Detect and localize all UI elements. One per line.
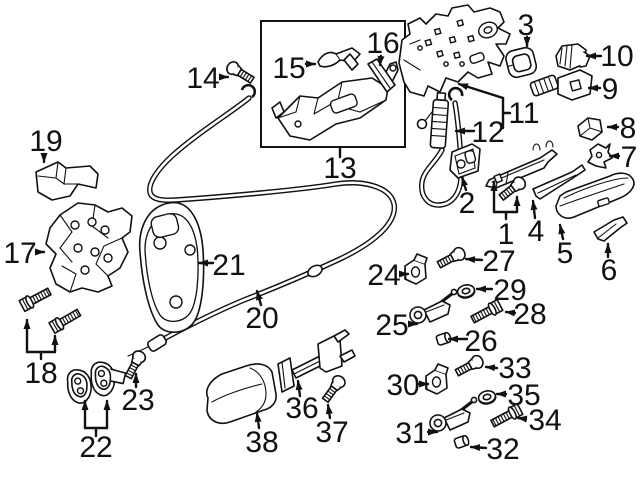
part-label-16: 16 (366, 27, 399, 60)
grommet-illustration-22b (90, 361, 127, 397)
grommet-illustration-29 (455, 282, 477, 301)
part-label-14: 14 (186, 62, 219, 95)
part-label-35: 35 (507, 379, 540, 412)
part-label-33: 33 (498, 352, 531, 385)
hinge-illustration-24 (404, 253, 428, 285)
check-cover-illustration-38 (206, 363, 277, 425)
handle-lever-illustration (317, 47, 361, 71)
part-label-3: 3 (518, 9, 535, 42)
part-label-4: 4 (528, 215, 545, 248)
bracket-illustration-7 (587, 143, 613, 169)
handle-cap-illustration-6 (593, 216, 628, 242)
callout-labels: 1 2 3 4 5 6 7 8 9 10 11 12 13 14 15 16 1… (3, 9, 637, 466)
check-strap-illustration-36 (277, 329, 356, 393)
grommet-illustration-22a (66, 369, 92, 404)
bolt-illustration-18b (47, 305, 83, 335)
cable-ferrule (307, 264, 323, 278)
gasket-illustration-2 (449, 143, 481, 179)
part-label-5: 5 (557, 237, 574, 270)
part-label-27: 27 (482, 245, 515, 278)
gasket-illustration-3 (505, 46, 538, 79)
part-label-13: 13 (323, 152, 356, 185)
bolt-illustration-18a (18, 284, 54, 313)
part-label-31: 31 (395, 417, 428, 450)
bowden-cable-illustration-12 (416, 86, 464, 208)
check-link-illustration-31 (428, 395, 479, 433)
lock-cylinder-illustration-9 (529, 69, 593, 101)
part-label-8: 8 (620, 112, 637, 145)
part-label-15: 15 (272, 52, 305, 85)
screw-illustration-37 (319, 372, 349, 405)
part-label-23: 23 (121, 384, 154, 417)
part-label-22: 22 (79, 431, 112, 464)
callout-leaders (23, 35, 621, 452)
part-label-11: 11 (508, 97, 539, 130)
part-label-32: 32 (486, 433, 519, 466)
bracket-illustration-19 (35, 161, 99, 201)
block-illustration-8 (577, 117, 603, 141)
part-label-9: 9 (602, 73, 619, 106)
part-label-2: 2 (459, 187, 476, 220)
grommet-illustration-35 (476, 388, 498, 407)
cap-illustration-32 (452, 434, 471, 450)
part-label-20: 20 (245, 302, 278, 335)
bolt-illustration-14 (223, 58, 257, 87)
part-label-28: 28 (513, 298, 546, 331)
cable-hook-end (240, 83, 257, 99)
release-cable-illustration (127, 83, 397, 357)
part-label-10: 10 (600, 40, 633, 73)
part-label-36: 36 (285, 392, 318, 425)
part-label-7: 7 (621, 141, 638, 174)
check-link-illustration-25 (408, 287, 459, 325)
handle-bar-illustration-4 (532, 164, 586, 200)
cap-illustration-10 (555, 43, 591, 71)
part-label-24: 24 (367, 259, 400, 292)
cable-barrel-end (146, 334, 168, 352)
part-label-18: 18 (24, 357, 57, 390)
part-label-29: 29 (493, 274, 526, 307)
part-label-25: 25 (375, 309, 408, 342)
part-label-21: 21 (212, 249, 245, 282)
part-label-6: 6 (601, 254, 618, 287)
part-label-37: 37 (315, 416, 348, 449)
part-label-1: 1 (498, 218, 515, 251)
part-label-34: 34 (528, 404, 561, 437)
hinge-illustration-30 (425, 363, 449, 395)
part-label-17: 17 (3, 237, 36, 270)
exterior-handle-illustration-5 (555, 172, 635, 219)
part-label-19: 19 (29, 125, 62, 158)
part-label-12: 12 (471, 116, 504, 149)
door-gasket-illustration-21 (138, 201, 205, 333)
detail-box-13 (260, 20, 406, 148)
part-label-38: 38 (245, 426, 278, 459)
door-lock-illustration-17 (45, 202, 133, 293)
carrier-panel-illustration (398, 4, 511, 97)
handle-carrier-illustration-1 (485, 140, 558, 204)
part-label-26: 26 (464, 325, 497, 358)
clip-illustration-16 (367, 58, 396, 93)
part-label-30: 30 (386, 369, 419, 402)
screw-illustration-27 (435, 244, 468, 272)
